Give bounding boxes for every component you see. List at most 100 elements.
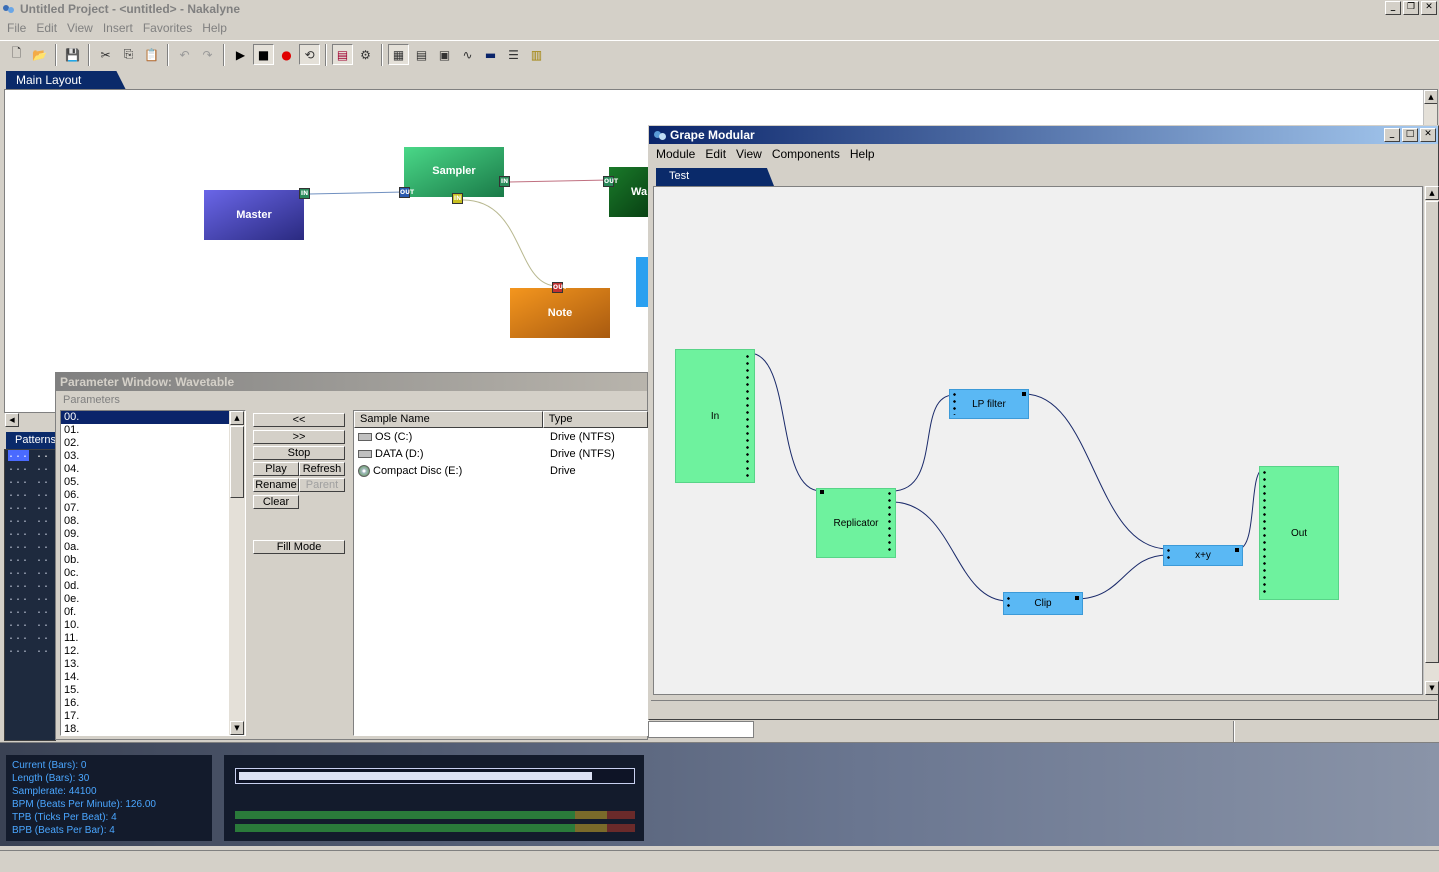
- sum-output-port[interactable]: [1235, 548, 1239, 552]
- open-folder-icon[interactable]: 📂: [32, 47, 47, 62]
- pattern-row[interactable]: ... ..: [8, 476, 51, 487]
- parameter-window-title[interactable]: Parameter Window: Wavetable: [56, 373, 647, 391]
- main-titlebar[interactable]: Untitled Project - <untitled> - Nakalyne…: [0, 0, 1439, 18]
- grape-module-out[interactable]: Out: [1259, 466, 1339, 600]
- pattern-row[interactable]: ... ..: [8, 606, 51, 617]
- sum-input-ports[interactable]: [1167, 547, 1170, 563]
- pattern-row[interactable]: ... ..: [8, 489, 51, 500]
- parameter-list-item[interactable]: 08.: [64, 515, 80, 527]
- record-icon[interactable]: ●: [281, 47, 292, 62]
- next-button[interactable]: >>: [253, 430, 345, 444]
- lpfilter-output-port[interactable]: [1022, 392, 1026, 396]
- grape-titlebar[interactable]: Grape Modular _ □ ✕: [649, 126, 1438, 144]
- pattern-row[interactable]: ... ..: [8, 619, 51, 630]
- pattern-row[interactable]: ... ..: [8, 593, 51, 604]
- parent-button[interactable]: Parent: [299, 478, 345, 492]
- pattern-row[interactable]: ... ..: [8, 632, 51, 643]
- scroll-thumb[interactable]: [1425, 201, 1439, 663]
- rename-button[interactable]: Rename: [253, 478, 299, 492]
- parameter-list-item[interactable]: 12.: [64, 645, 80, 657]
- minimize-button[interactable]: _: [1384, 128, 1400, 142]
- grape-module-lp-filter[interactable]: LP filter: [949, 389, 1029, 419]
- minimize-button[interactable]: _: [1385, 1, 1401, 15]
- parameter-list-item[interactable]: 11.: [64, 632, 79, 644]
- prev-button[interactable]: <<: [253, 413, 345, 427]
- note-out-port[interactable]: OUT: [552, 282, 568, 293]
- parameter-list-item[interactable]: 06.: [64, 489, 80, 501]
- new-file-icon[interactable]: 🗋: [11, 46, 22, 60]
- wavetable-out-port[interactable]: OUT: [603, 176, 619, 187]
- parameter-list-item[interactable]: 02.: [64, 437, 80, 449]
- parameter-list-item[interactable]: 0a.: [64, 541, 80, 553]
- scroll-down-arrow[interactable]: ▼: [230, 721, 244, 735]
- in-output-ports[interactable]: [746, 353, 749, 479]
- module-master[interactable]: Master: [204, 190, 304, 240]
- pattern-row[interactable]: ... ..: [8, 515, 51, 526]
- module-partial-blue[interactable]: [636, 257, 648, 307]
- file-row[interactable]: OS (C:) Drive (NTFS): [354, 428, 648, 445]
- parameter-list-item[interactable]: 00.: [61, 411, 245, 424]
- parameter-list-item[interactable]: 10.: [64, 619, 80, 631]
- menu-view[interactable]: View: [736, 147, 762, 161]
- restore-button[interactable]: ❐: [1403, 1, 1419, 15]
- redo-icon[interactable]: ↷: [202, 47, 213, 62]
- menu-insert[interactable]: Insert: [102, 21, 133, 35]
- menu-favorites[interactable]: Favorites: [142, 21, 193, 35]
- clear-button[interactable]: Clear: [253, 495, 299, 509]
- pattern-row[interactable]: ... ..: [8, 463, 51, 474]
- scroll-up-arrow[interactable]: ▲: [1424, 90, 1437, 104]
- parameter-list-item[interactable]: 0e.: [64, 593, 80, 605]
- parameter-list-item[interactable]: 18.: [64, 723, 80, 735]
- wave-view-icon[interactable]: ∿: [462, 47, 473, 62]
- pattern-row[interactable]: ... ..: [8, 528, 51, 539]
- close-button[interactable]: ✕: [1421, 1, 1437, 15]
- stop-button[interactable]: Stop: [253, 446, 345, 460]
- sequence-view-icon[interactable]: ▤: [415, 47, 428, 62]
- grape-canvas[interactable]: In Replicator LP filter Clip x+y Out: [653, 186, 1423, 695]
- parameter-list-scrollbar[interactable]: ▲ ▼: [229, 411, 245, 735]
- parameter-list-item[interactable]: 03.: [64, 450, 80, 462]
- menu-help[interactable]: Help: [849, 147, 875, 161]
- menu-edit[interactable]: Edit: [705, 147, 727, 161]
- tab-test[interactable]: Test: [656, 168, 774, 186]
- refresh-button[interactable]: Refresh: [299, 462, 345, 476]
- parameter-list-item[interactable]: 0c.: [64, 567, 79, 579]
- pattern-row[interactable]: ... ..: [8, 541, 51, 552]
- scroll-up-arrow[interactable]: ▲: [1425, 186, 1439, 200]
- parameter-window[interactable]: Parameter Window: Wavetable Parameters 0…: [55, 372, 649, 740]
- scroll-up-arrow[interactable]: ▲: [230, 411, 244, 425]
- parameter-list-item[interactable]: 17.: [64, 710, 80, 722]
- sampler-note-in-port[interactable]: IN: [452, 193, 463, 204]
- note-view-icon[interactable]: ▥: [530, 47, 543, 62]
- mixer-icon[interactable]: ⚙: [360, 47, 371, 62]
- pattern-editor-icon[interactable]: ▤: [332, 44, 353, 65]
- piano-view-icon[interactable]: ▬: [484, 47, 497, 62]
- list-view-icon[interactable]: ☰: [508, 47, 519, 62]
- machine-view-icon[interactable]: ▣: [438, 47, 451, 62]
- song-position-bar[interactable]: [235, 768, 635, 784]
- module-sampler[interactable]: Sampler: [404, 147, 504, 197]
- replicator-input-port[interactable]: [820, 490, 824, 494]
- scroll-thumb[interactable]: [230, 426, 244, 498]
- menu-components[interactable]: Components: [771, 147, 840, 161]
- parameter-list-item[interactable]: 0d.: [64, 580, 80, 592]
- grape-vertical-scrollbar[interactable]: ▲ ▼: [1423, 186, 1439, 695]
- grape-module-in[interactable]: In: [675, 349, 755, 483]
- menu-module[interactable]: Module: [656, 147, 696, 161]
- lpfilter-input-ports[interactable]: [953, 391, 956, 415]
- parameter-list-item[interactable]: 0f.: [64, 606, 77, 618]
- sampler-out-port[interactable]: OUT: [399, 187, 415, 198]
- parameter-list-item[interactable]: 01.: [64, 424, 80, 436]
- menu-file[interactable]: File: [7, 21, 27, 35]
- replicator-output-ports[interactable]: [888, 490, 891, 553]
- grape-module-clip[interactable]: Clip: [1003, 592, 1083, 615]
- column-sample-name[interactable]: Sample Name: [354, 411, 543, 428]
- tab-patterns[interactable]: Patterns: [6, 432, 56, 449]
- file-row[interactable]: Compact Disc (E:) Drive: [354, 462, 648, 479]
- parameter-list-item[interactable]: 07.: [64, 502, 80, 514]
- close-button[interactable]: ✕: [1420, 128, 1436, 142]
- layout-scroll-left-arrow[interactable]: ◀: [5, 413, 19, 427]
- parameter-list-item[interactable]: 14.: [64, 671, 80, 683]
- menu-view[interactable]: View: [67, 21, 93, 35]
- parameter-listbox[interactable]: 00.01.02.03.04.05.06.07.08.09.0a.0b.0c.0…: [60, 410, 246, 736]
